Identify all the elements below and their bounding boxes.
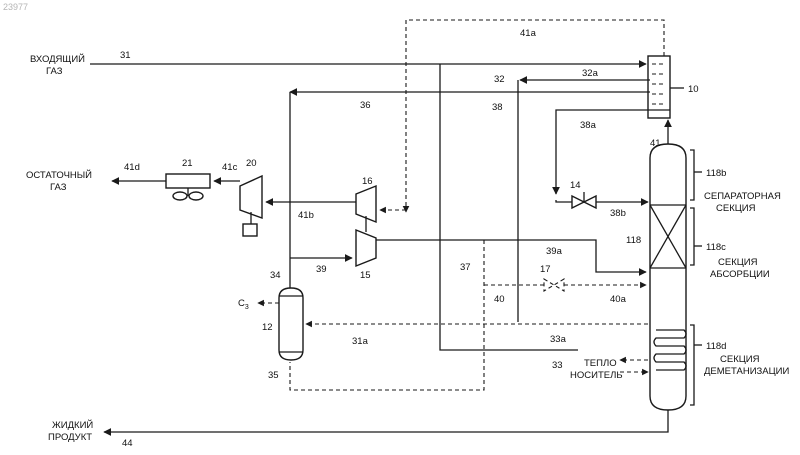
equipment-10-label: 10 (688, 84, 699, 95)
heat-carrier-label-2: НОСИТЕЛЬ (570, 370, 623, 381)
stream-35-label: 35 (268, 370, 279, 381)
stream-32-label: 32 (494, 74, 505, 85)
stream-33a-label: 33a (550, 334, 567, 345)
incoming-gas-label-2: ГАЗ (46, 66, 63, 77)
equipment-16-label: 16 (362, 176, 373, 187)
compressor-20 (240, 176, 262, 236)
stream-36-label: 36 (360, 100, 371, 111)
separator-section-label-2: СЕКЦИЯ (716, 203, 756, 214)
equipment-17-label: 17 (540, 264, 551, 275)
section-118d-label: 118d (706, 341, 726, 352)
stream-39-label: 39 (316, 264, 327, 275)
equipment-118-label: 118 (626, 235, 641, 246)
c3-label: C3 (238, 298, 249, 311)
liquid-product-label: ЖИДКИЙ (52, 419, 93, 431)
equipment-15-label: 15 (360, 270, 371, 281)
section-118c-label: 118c (706, 242, 726, 253)
liquid-product-label-2: ПРОДУКТ (48, 432, 92, 443)
stream-40a-label: 40a (610, 294, 627, 305)
stream-38b-label: 38b (610, 208, 626, 219)
stream-31a-label: 31a (352, 336, 369, 347)
stream-34-label: 34 (270, 270, 281, 281)
cooler-21 (166, 174, 210, 200)
stream-32a-label: 32a (582, 68, 599, 79)
stream-37-label: 37 (460, 262, 471, 273)
stream-40-label: 40 (494, 294, 505, 305)
heat-carrier-label: ТЕПЛО (584, 358, 617, 369)
absorption-section-label-2: АБСОРБЦИИ (710, 269, 770, 280)
stream-33-label: 33 (552, 360, 563, 371)
separator-section-label: СЕПАРАТОРНАЯ (704, 191, 781, 202)
expander-15 (356, 230, 376, 266)
equipment-12-label: 12 (262, 322, 273, 333)
demethanization-section-label-2: ДЕМЕТАНИЗАЦИИ (704, 366, 789, 377)
valve-17 (544, 279, 564, 291)
residue-gas-label: ОСТАТОЧНЫЙ (26, 169, 92, 181)
stream-41c-label: 41c (222, 162, 238, 173)
separator-12 (279, 288, 303, 360)
stream-41b-label: 41b (298, 210, 314, 221)
residue-gas-label-2: ГАЗ (50, 182, 67, 193)
stream-38a-label: 38a (580, 120, 597, 131)
stream-41d-label: 41d (124, 162, 140, 173)
section-markers (690, 150, 702, 405)
stream-41-label: 41 (650, 138, 661, 149)
column-118 (650, 144, 686, 410)
dashed-streams (258, 20, 664, 390)
valve-14 (572, 192, 596, 208)
stream-31-label: 31 (120, 50, 131, 61)
heat-exchanger-10 (648, 56, 684, 118)
incoming-gas-label: ВХОДЯЩИЙ (30, 53, 85, 65)
equipment-14-label: 14 (570, 180, 581, 191)
stream-44-label: 44 (122, 438, 133, 449)
equipment-21-label: 21 (182, 158, 193, 169)
demethanization-section-label: СЕКЦИЯ (720, 354, 760, 365)
section-118b-label: 118b (706, 168, 726, 179)
stream-39a-label: 39a (546, 246, 563, 257)
equipment-20-label: 20 (246, 158, 257, 169)
stream-41a-label: 41a (520, 28, 537, 39)
watermark-text: 23977 (3, 2, 28, 12)
absorption-section-label: СЕКЦИЯ (718, 257, 758, 268)
stream-38-label: 38 (492, 102, 503, 113)
